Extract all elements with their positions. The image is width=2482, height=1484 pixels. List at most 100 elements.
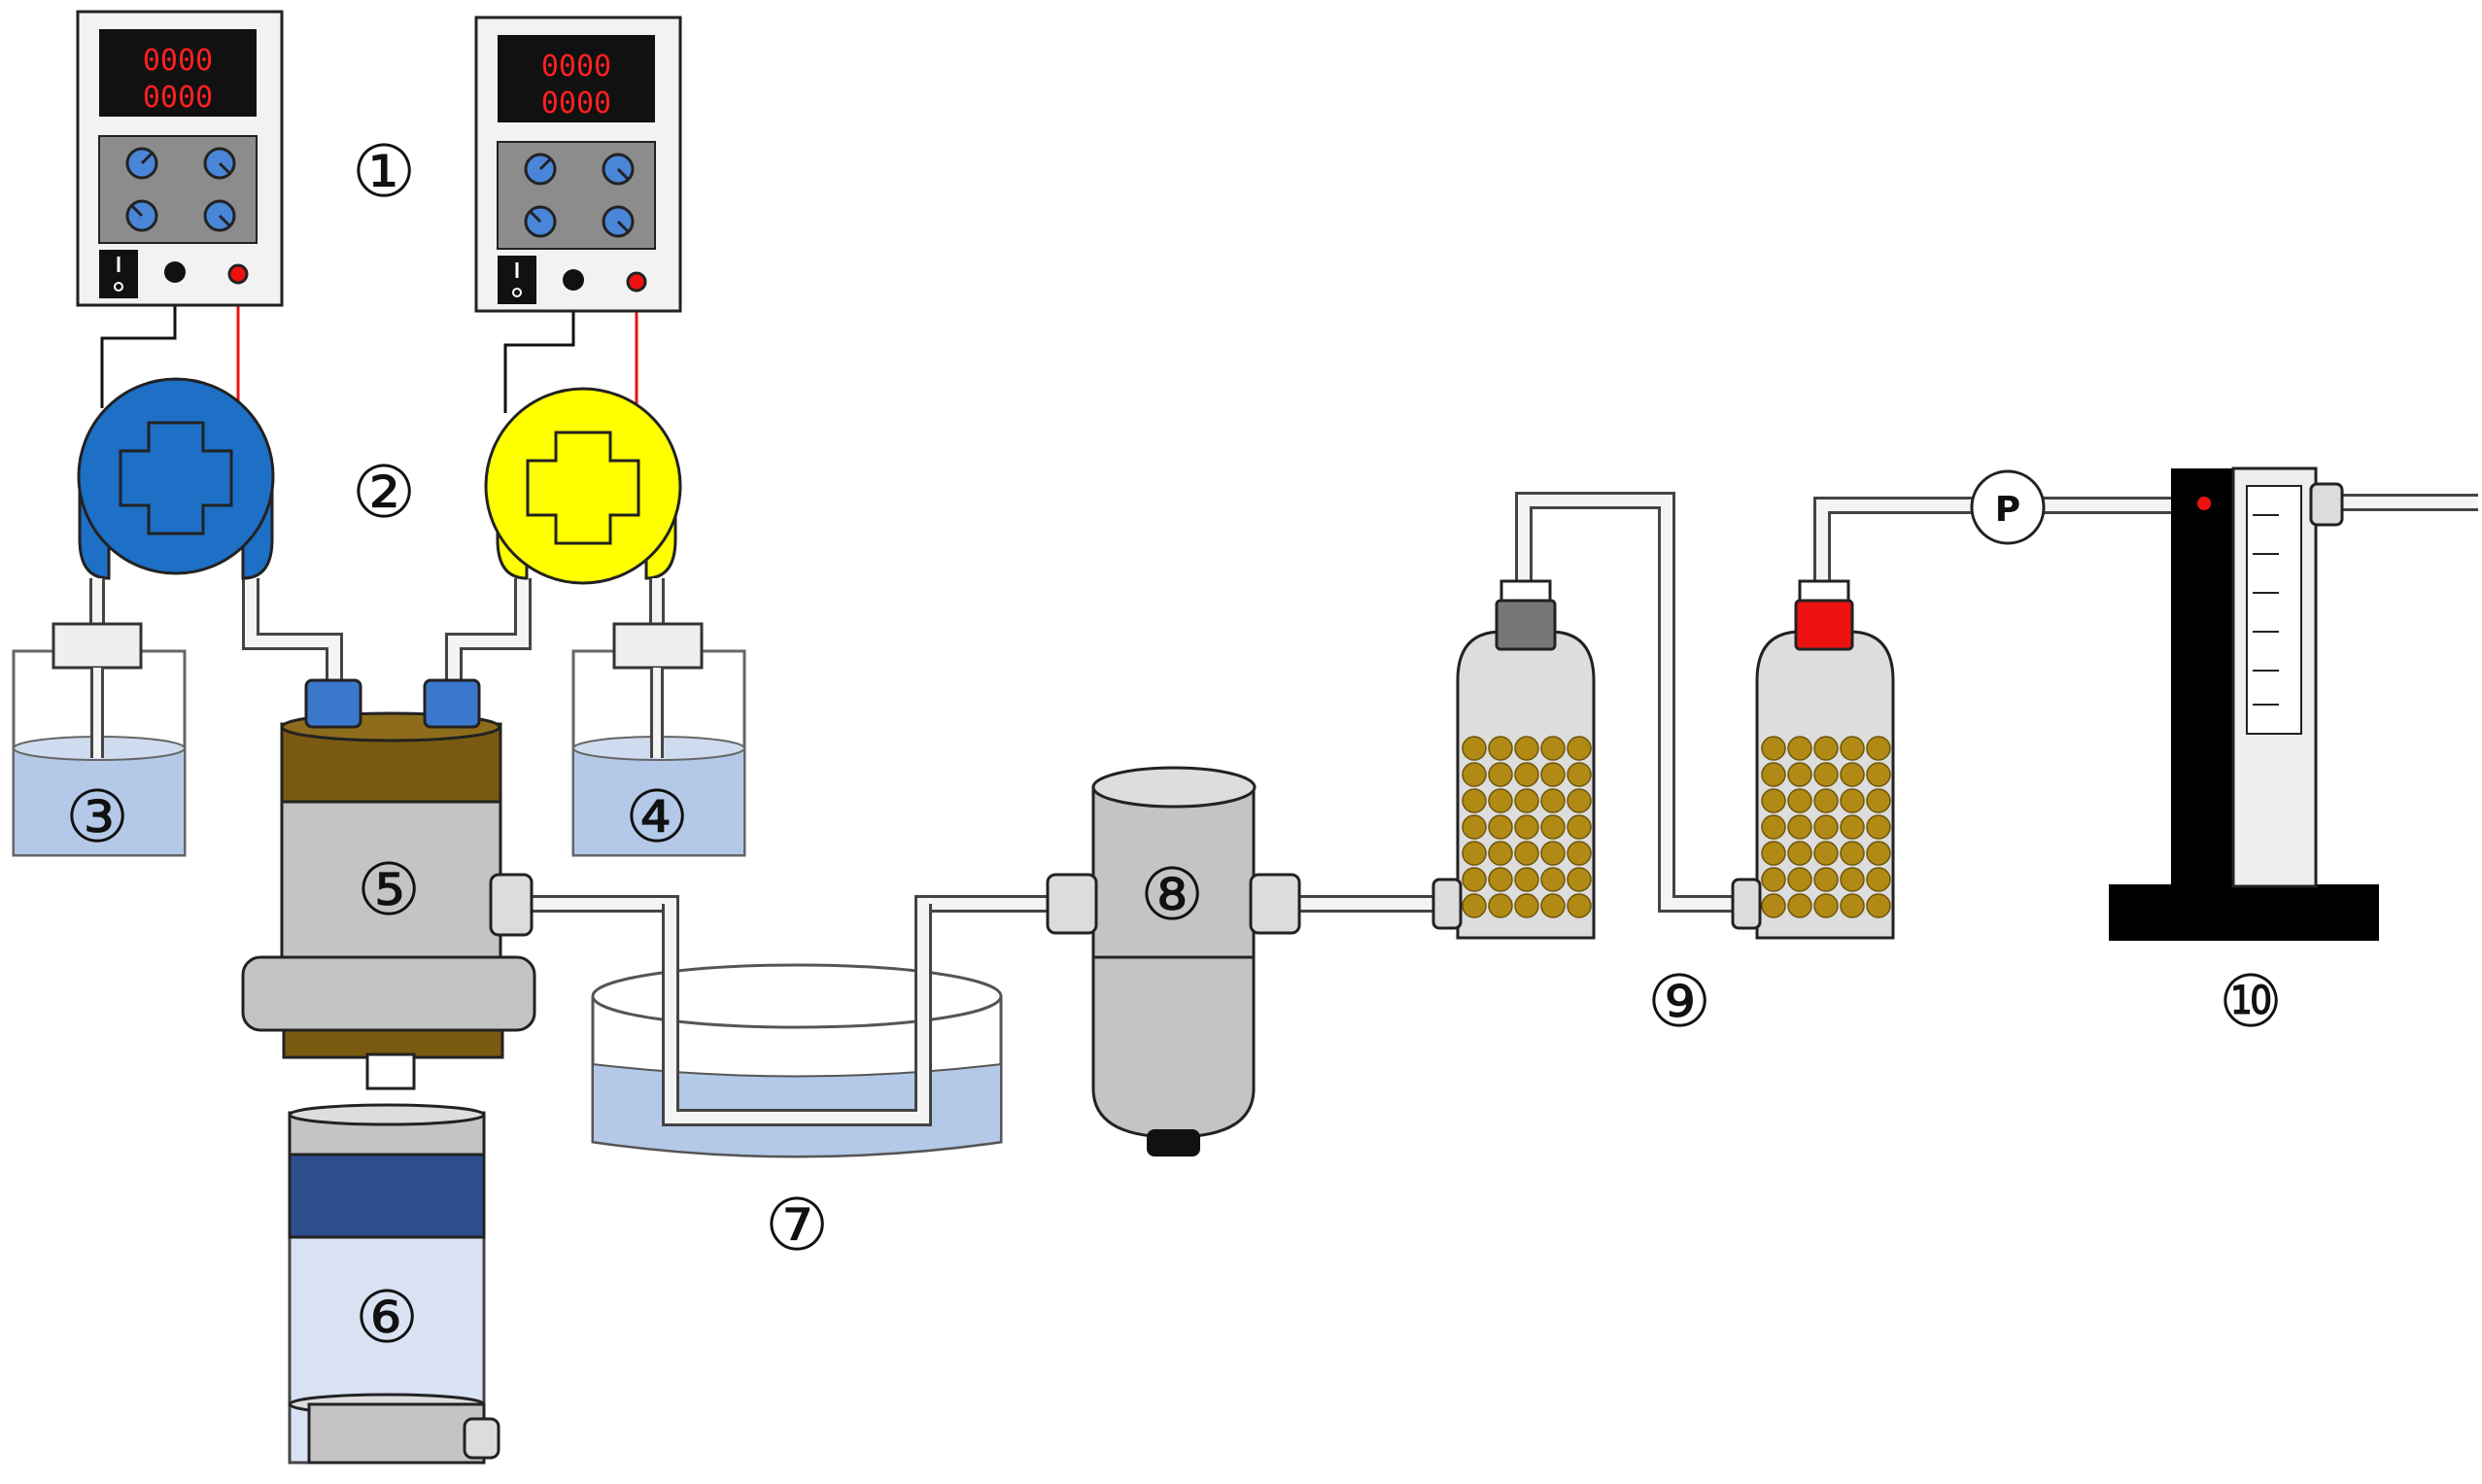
bead bbox=[1462, 736, 1487, 761]
knob-icon[interactable] bbox=[602, 153, 635, 186]
reactor-5 bbox=[241, 678, 536, 1090]
bead bbox=[1813, 814, 1839, 840]
adsorption-bottle-2 bbox=[1731, 579, 1895, 940]
bead bbox=[1540, 788, 1566, 813]
display-2 bbox=[498, 35, 655, 122]
bead-pack-2 bbox=[1761, 736, 1891, 918]
bead bbox=[1514, 788, 1539, 813]
pump-cross-icon bbox=[119, 421, 233, 535]
label-4: ④ bbox=[625, 776, 689, 859]
terminal-black-2[interactable] bbox=[563, 269, 584, 291]
terminal-red-1[interactable] bbox=[227, 263, 249, 285]
bead bbox=[1761, 736, 1786, 761]
label-9: ⑨ bbox=[1647, 960, 1711, 1044]
bead bbox=[1567, 841, 1592, 866]
filter-8 bbox=[1046, 766, 1301, 1156]
collector-6 bbox=[288, 1103, 500, 1465]
knob-icon[interactable] bbox=[524, 205, 557, 238]
bead bbox=[1567, 788, 1592, 813]
bead bbox=[1840, 841, 1865, 866]
bead bbox=[1567, 762, 1592, 787]
bead bbox=[1488, 736, 1513, 761]
bead bbox=[1840, 814, 1865, 840]
reservoir-3 bbox=[12, 578, 187, 857]
bead bbox=[1787, 814, 1812, 840]
bead bbox=[1567, 893, 1592, 918]
label-2: ② bbox=[352, 451, 416, 535]
bead bbox=[1761, 893, 1786, 918]
knob-icon[interactable] bbox=[602, 205, 635, 238]
label-5: ⑤ bbox=[357, 848, 421, 932]
bead bbox=[1567, 814, 1592, 840]
knob-icon[interactable] bbox=[203, 199, 236, 232]
knob-icon[interactable] bbox=[203, 147, 236, 180]
label-6: ⑥ bbox=[355, 1276, 419, 1360]
bead bbox=[1462, 762, 1487, 787]
bead bbox=[1488, 788, 1513, 813]
tube-pump1-to-reactor bbox=[242, 578, 343, 685]
bead bbox=[1813, 736, 1839, 761]
power-supply-1: 0000 0000 bbox=[76, 10, 284, 307]
bead-pack-1 bbox=[1462, 736, 1592, 918]
bead bbox=[1540, 841, 1566, 866]
tube-pump2-to-reactor bbox=[445, 578, 532, 685]
bead bbox=[1787, 762, 1812, 787]
bead bbox=[1840, 762, 1865, 787]
bead bbox=[1787, 788, 1812, 813]
labels: ① ② ③ ④ ⑤ ⑥ ⑦ ⑧ ⑨ ⑩ bbox=[65, 130, 2283, 1360]
filter-inlet-connector bbox=[1046, 873, 1098, 935]
terminal-red-2[interactable] bbox=[626, 271, 647, 293]
terminal-black-1[interactable] bbox=[164, 261, 186, 283]
bead bbox=[1488, 893, 1513, 918]
bead bbox=[1567, 736, 1592, 761]
bead bbox=[1540, 814, 1566, 840]
bead bbox=[1787, 841, 1812, 866]
label-3: ③ bbox=[65, 776, 129, 859]
reservoir-4 bbox=[571, 578, 746, 857]
display-1-line2: 0000 bbox=[143, 81, 213, 115]
label-7: ⑦ bbox=[765, 1184, 829, 1267]
display-1-line1: 0000 bbox=[143, 44, 213, 78]
bead bbox=[1761, 788, 1786, 813]
flowmeter-10 bbox=[2109, 466, 2379, 941]
knob-icon[interactable] bbox=[125, 199, 158, 232]
power-switch-icon[interactable] bbox=[498, 256, 536, 304]
power-switch-icon[interactable] bbox=[99, 250, 138, 298]
bead bbox=[1540, 736, 1566, 761]
gauge-label: P bbox=[1995, 490, 2020, 530]
display-1 bbox=[99, 29, 257, 117]
bead bbox=[1787, 736, 1812, 761]
bead bbox=[1514, 867, 1539, 892]
bead bbox=[1813, 841, 1839, 866]
label-10: ⑩ bbox=[2219, 960, 2283, 1044]
bead bbox=[1787, 893, 1812, 918]
bead bbox=[1813, 762, 1839, 787]
bead bbox=[1540, 762, 1566, 787]
bead bbox=[1761, 841, 1786, 866]
bead bbox=[1840, 867, 1865, 892]
gauge-icon: P bbox=[1970, 469, 2046, 545]
display-2-line1: 0000 bbox=[541, 50, 611, 84]
bead bbox=[1514, 893, 1539, 918]
power-supply-2: 0000 0000 bbox=[474, 16, 682, 313]
bead bbox=[1514, 736, 1539, 761]
bead bbox=[1514, 762, 1539, 787]
bead bbox=[1540, 893, 1566, 918]
display-2-line2: 0000 bbox=[541, 86, 611, 121]
bead bbox=[1761, 762, 1786, 787]
bottle-cap-red bbox=[1794, 599, 1854, 651]
knob-icon[interactable] bbox=[125, 147, 158, 180]
label-1: ① bbox=[352, 130, 416, 214]
label-8: ⑧ bbox=[1140, 853, 1204, 937]
bead bbox=[1761, 867, 1786, 892]
bead bbox=[1462, 867, 1487, 892]
inlet-port-1 bbox=[304, 678, 362, 729]
bead bbox=[1488, 841, 1513, 866]
bead bbox=[1540, 867, 1566, 892]
knob-icon[interactable] bbox=[524, 153, 557, 186]
bead bbox=[1761, 814, 1786, 840]
bead bbox=[1462, 814, 1487, 840]
filter-outlet-connector bbox=[1249, 873, 1301, 935]
inlet-port-2 bbox=[423, 678, 481, 729]
